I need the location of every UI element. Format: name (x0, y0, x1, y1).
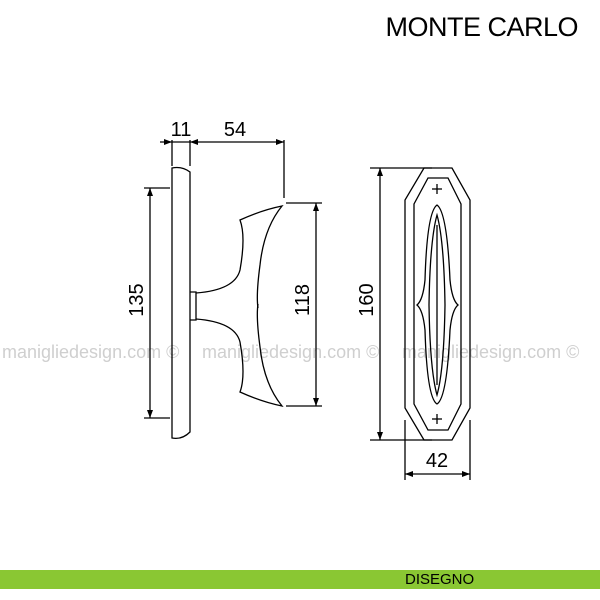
watermark-2: maniglie­design.com © (202, 342, 380, 362)
watermark-1: maniglie­design.com © (2, 342, 180, 362)
dimension-arrows (147, 139, 470, 477)
dim-handle-length: 118 (292, 284, 314, 316)
dim-rosette-width: 42 (426, 450, 448, 472)
front-view-rosette (404, 167, 471, 441)
footer-bar: DISEGNO (0, 570, 600, 589)
watermark-3: maniglie­design.com © (402, 342, 580, 362)
dim-plate-height: 135 (126, 283, 148, 316)
footer-label: DISEGNO (405, 571, 475, 588)
side-view (144, 140, 471, 480)
dim-plate-thickness: 11 (171, 119, 192, 141)
dim-handle-projection: 54 (224, 119, 246, 141)
dim-rosette-height: 160 (356, 283, 378, 316)
product-title: MONTE CARLO (385, 12, 578, 42)
